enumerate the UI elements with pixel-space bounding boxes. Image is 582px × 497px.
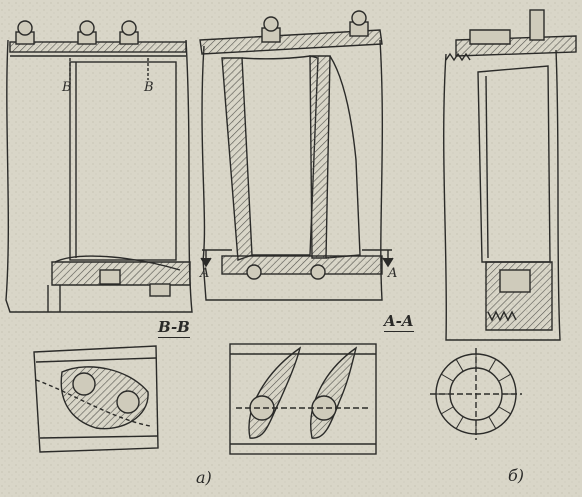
detail-vane-section [229, 343, 377, 455]
detail-bolted-plate [33, 345, 159, 453]
detail-serrated-ring [430, 348, 522, 440]
section-arrow-a-right: A [388, 266, 398, 281]
left-blade-body [69, 61, 177, 261]
middle-bolt-heads [261, 10, 369, 43]
caption-b: б) [508, 466, 525, 485]
middle-right-vane [309, 55, 331, 259]
left-blade-view [5, 20, 193, 313]
left-casing-outline [5, 39, 193, 313]
left-top-shroud [9, 41, 187, 53]
middle-casing-outline [201, 39, 384, 301]
section-mark-b-left: B [62, 80, 72, 95]
middle-top-plate [199, 29, 383, 55]
middle-blade-view [199, 10, 394, 301]
middle-root-plate [221, 255, 383, 275]
detail-frame [33, 345, 159, 453]
section-mark-b-right: B [144, 80, 154, 95]
right-casing-outline [443, 49, 561, 341]
section-arrow-a-left: A [200, 266, 210, 281]
detail-vane-frame [229, 343, 377, 455]
caption-a: a) [196, 468, 212, 487]
section-label-aa: A-A [384, 312, 414, 332]
left-bolt-heads [15, 20, 139, 45]
right-blade-view [443, 9, 577, 341]
left-root-block [51, 261, 191, 286]
section-label-bb: B-B [158, 318, 190, 338]
